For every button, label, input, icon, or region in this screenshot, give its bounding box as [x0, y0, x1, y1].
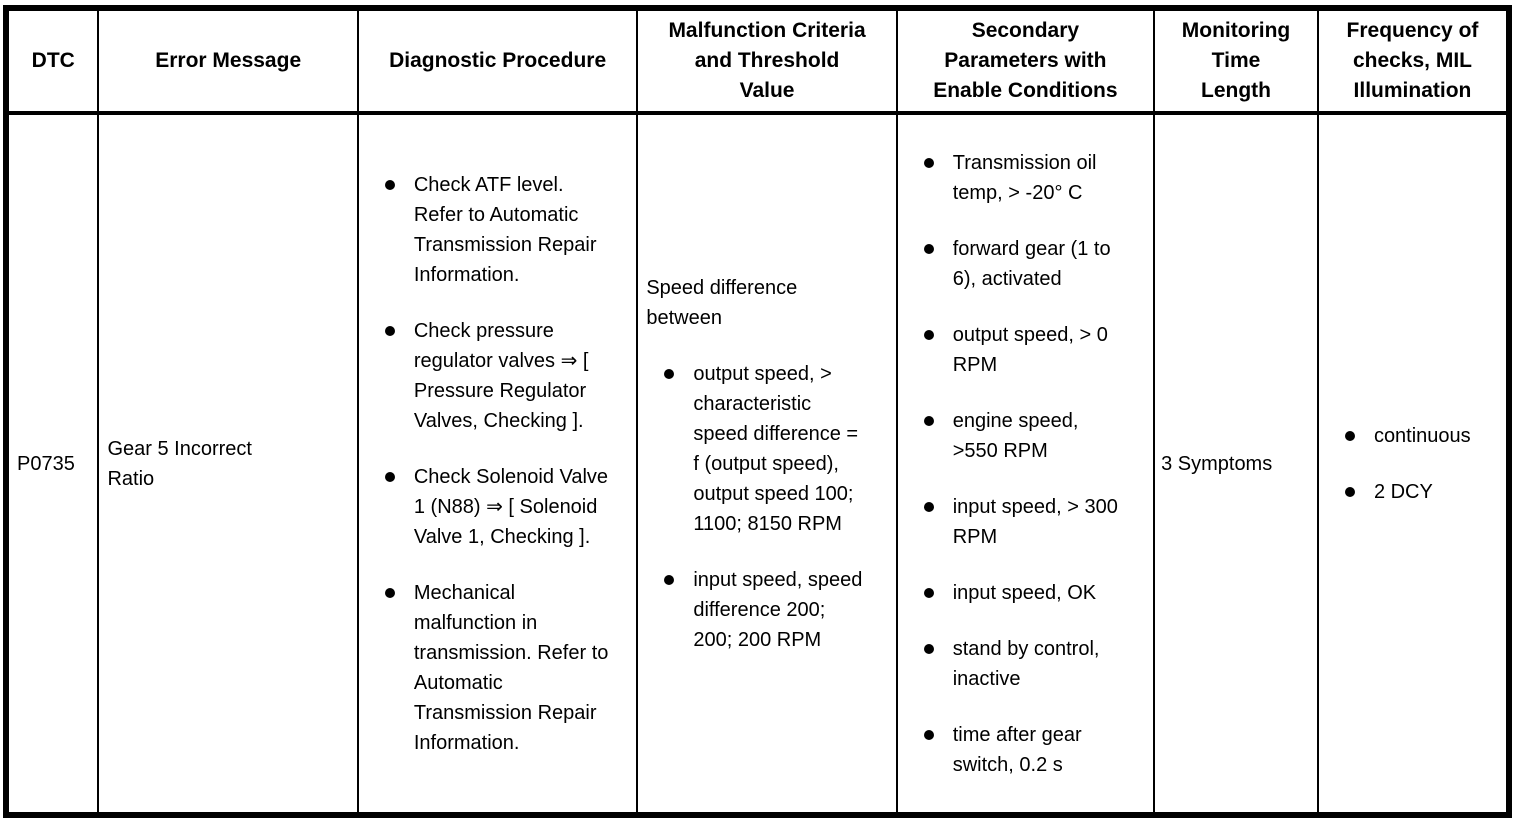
list-item-text: continuous [1373, 424, 1471, 447]
list-item: stand by control, inactive [923, 634, 1123, 694]
diagnostic-procedure-list: Check ATF level. Refer to Automatic Tran… [367, 170, 612, 758]
list-item-text: input speed, > 300 RPM [952, 495, 1118, 548]
list-item-text: forward gear (1 to 6), activated [952, 237, 1111, 290]
malfunction-criteria-intro: Speed difference between [646, 276, 798, 329]
bullet-icon [923, 329, 934, 340]
list-item-text: input speed, OK [952, 581, 1097, 604]
secondary-parameters-list: Transmission oil temp, > -20° C forward … [906, 148, 1123, 780]
column-header-label: DTC [31, 49, 75, 72]
list-item: continuous [1344, 421, 1498, 451]
column-header-label: Error Message [155, 49, 302, 72]
list-item-text: Mechanical malfunction in transmission. … [413, 581, 609, 754]
list-item: input speed, speed difference 200; 200; … [664, 565, 863, 655]
list-item-text: Check pressure regulator valves ⇒ [ Pres… [413, 319, 589, 432]
list-item: Check ATF level. Refer to Automatic Tran… [384, 170, 612, 290]
list-item: forward gear (1 to 6), activated [923, 234, 1123, 294]
cell-diagnostic-procedure: Check ATF level. Refer to Automatic Tran… [356, 112, 639, 816]
list-item: Check pressure regulator valves ⇒ [ Pres… [384, 316, 612, 436]
bullet-icon [384, 587, 395, 598]
frequency-list: continuous 2 DCY [1327, 421, 1498, 507]
list-item-text: input speed, speed difference 200; 200; … [693, 568, 863, 651]
bullet-icon [923, 501, 934, 512]
list-item-text: output speed, > 0 RPM [952, 323, 1108, 376]
column-header-label: Malfunction Criteria and Threshold Value [668, 19, 866, 102]
bullet-icon [1344, 430, 1355, 441]
list-item: 2 DCY [1344, 477, 1498, 507]
bullet-icon [923, 415, 934, 426]
bullet-icon [384, 325, 395, 336]
column-header-malfunction-criteria: Malfunction Criteria and Threshold Value [636, 7, 898, 115]
column-header-monitoring-time: Monitoring Time Length [1153, 7, 1319, 115]
bullet-icon [384, 179, 395, 190]
list-item: time after gear switch, 0.2 s [923, 720, 1123, 780]
list-item: output speed, > 0 RPM [923, 320, 1123, 380]
list-item-text: output speed, > characteristic speed dif… [693, 362, 859, 535]
dtc-code: P0735 [17, 452, 75, 475]
table-row: P0735 Gear 5 Incorrect Ratio Check ATF l… [4, 112, 1511, 816]
column-header-label: Secondary Parameters with Enable Conditi… [933, 19, 1118, 102]
list-item-text: engine speed, >550 RPM [952, 409, 1079, 462]
list-item: Transmission oil temp, > -20° C [923, 148, 1123, 208]
list-item: input speed, > 300 RPM [923, 492, 1123, 552]
cell-dtc: P0735 [4, 112, 100, 816]
bullet-icon [923, 157, 934, 168]
bullet-icon [1344, 486, 1355, 497]
bullet-icon [923, 643, 934, 654]
column-header-secondary-parameters: Secondary Parameters with Enable Conditi… [895, 7, 1156, 115]
list-item: input speed, OK [923, 578, 1123, 608]
bullet-icon [384, 471, 395, 482]
error-message-text: Gear 5 Incorrect Ratio [107, 437, 252, 490]
column-header-label: Diagnostic Procedure [389, 49, 607, 72]
bullet-icon [923, 587, 934, 598]
bullet-icon [664, 574, 675, 585]
cell-malfunction-criteria: Speed difference between output speed, >… [636, 112, 898, 816]
list-item: Check Solenoid Valve 1 (N88) ⇒ [ Solenoi… [384, 462, 612, 552]
list-item: Mechanical malfunction in transmission. … [384, 578, 612, 758]
list-item: engine speed, >550 RPM [923, 406, 1123, 466]
column-header-label: Frequency of checks, MIL Illumination [1346, 19, 1479, 102]
list-item-text: Check ATF level. Refer to Automatic Tran… [413, 173, 597, 286]
list-item-text: Check Solenoid Valve 1 (N88) ⇒ [ Solenoi… [413, 465, 609, 548]
column-header-label: Monitoring Time Length [1181, 19, 1291, 102]
dtc-diagnostic-table: DTC Error Message Diagnostic Procedure M… [3, 5, 1512, 818]
cell-error-message: Gear 5 Incorrect Ratio [97, 112, 359, 816]
monitoring-time-text: 3 Symptoms [1161, 452, 1273, 475]
cell-secondary-parameters: Transmission oil temp, > -20° C forward … [895, 112, 1156, 816]
cell-monitoring-time: 3 Symptoms [1153, 112, 1319, 816]
cell-frequency: continuous 2 DCY [1316, 112, 1511, 816]
list-item: output speed, > characteristic speed dif… [664, 359, 863, 539]
list-item-text: time after gear switch, 0.2 s [952, 723, 1082, 776]
list-item-text: Transmission oil temp, > -20° C [952, 151, 1097, 204]
list-item-text: 2 DCY [1373, 480, 1433, 503]
bullet-icon [664, 368, 675, 379]
column-header-diagnostic-procedure: Diagnostic Procedure [356, 7, 639, 115]
bullet-icon [923, 243, 934, 254]
column-header-frequency: Frequency of checks, MIL Illumination [1316, 7, 1511, 115]
malfunction-criteria-list: output speed, > characteristic speed dif… [646, 359, 863, 655]
column-header-dtc: DTC [4, 7, 100, 115]
table-header-row: DTC Error Message Diagnostic Procedure M… [4, 7, 1511, 115]
column-header-error-message: Error Message [97, 7, 359, 115]
list-item-text: stand by control, inactive [952, 637, 1100, 690]
bullet-icon [923, 729, 934, 740]
